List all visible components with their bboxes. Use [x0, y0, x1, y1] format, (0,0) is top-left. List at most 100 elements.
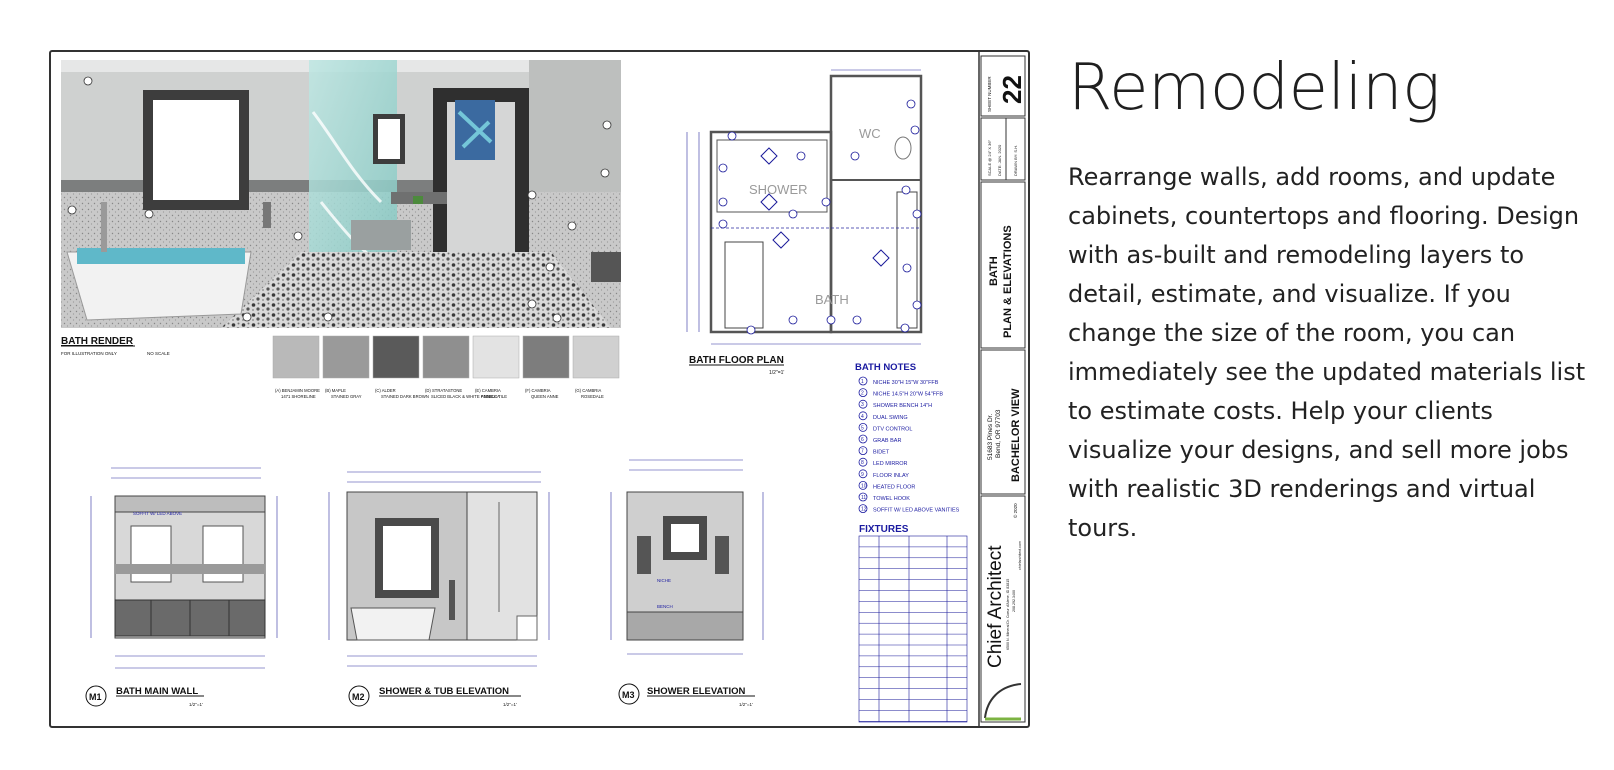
note-number-marker: [858, 434, 868, 444]
render-title: BATH RENDER: [61, 336, 134, 347]
m2-scale: 1/2"=1': [503, 702, 517, 707]
drawn-by-label: DRAWN BY: S.H.: [1013, 145, 1018, 176]
chief-architect-logo: [984, 683, 1022, 721]
m3-tag-label: M3: [622, 690, 635, 700]
note-number-marker: [858, 492, 868, 502]
swatch-desc-D: SLICED BLACK & WHITE PEBBLE TILE: [431, 394, 507, 399]
note-number-marker: [858, 376, 868, 386]
m1-title: BATH MAIN WALL: [116, 686, 198, 697]
floor-plan-callouts: [718, 99, 922, 335]
fixtures-table-rows: [859, 546, 967, 722]
note-item: LED MIRROR: [873, 461, 908, 467]
swatch-desc-C: STAINED DARK BROWN: [381, 394, 429, 399]
note-number-marker: [858, 504, 868, 514]
note-item: NICHE 14.5"H 20"W 54"FFB: [873, 392, 943, 398]
drawing-canvas: BATH RENDER FOR ILLUSTRATION ONLY NO SCA…: [61, 52, 1027, 726]
m1-scale: 1/2"=1': [189, 702, 203, 707]
note-number: 12: [861, 507, 867, 513]
note-item: HEATED FLOOR: [873, 484, 915, 490]
note-number: 11: [861, 495, 866, 501]
render-note-left: FOR ILLUSTRATION ONLY: [61, 351, 117, 356]
company-address: 6500 N. Mineral Dr. Coeur d'Alene, ID 83…: [1006, 579, 1010, 650]
swatch-B: [322, 335, 370, 379]
note-number: 7: [861, 449, 864, 455]
note-number-marker: [858, 446, 868, 456]
bath-notes-list: 1 NICHE 30"H 15"W 30"FFB 2 NICHE 14.5"H 20"…: [858, 376, 960, 514]
note-number: 6: [861, 437, 864, 443]
company-phone: 208.292.3400: [1012, 590, 1016, 612]
fixtures-table: [858, 535, 968, 723]
swatch-E: [472, 335, 520, 379]
note-number-marker: [858, 469, 868, 479]
elevation-m2-drawing: [328, 471, 550, 667]
m2-tag: M2: [348, 685, 370, 707]
note-number-marker: [858, 411, 868, 421]
swatch-A: [272, 335, 320, 379]
note-number: 9: [861, 472, 864, 478]
floor-plan-scale: 1/2"=1': [769, 370, 784, 376]
date-label: DATE: JAN. 2020: [997, 144, 1002, 176]
bath-render: [61, 60, 621, 328]
swatch-desc-A: 1471 SHORELINE: [281, 394, 316, 399]
swatch-label-B: (B) MAPLE: [325, 388, 346, 393]
swatch-label-D: (D) STRATASTONE: [425, 388, 462, 393]
title-block: [978, 52, 1026, 726]
note-number: 8: [861, 460, 864, 466]
note-item: NICHE 30"H 15"W 30"FFB: [873, 380, 939, 386]
note-item: TOWEL HOOK: [873, 496, 910, 502]
note-item: SOFFIT W/ LED ABOVE VANITIES: [873, 508, 960, 514]
m3-title: SHOWER ELEVATION: [647, 686, 745, 697]
notes-title: BATH NOTES: [855, 362, 916, 373]
m1-callout: SOFFIT W/ LED ABOVE: [133, 511, 182, 516]
note-item: GRAB BAR: [873, 438, 901, 444]
company-name: Chief Architect: [985, 545, 1006, 668]
m3-callout-niche: NICHE: [657, 578, 671, 583]
swatch-label-A: (A) BENJAMIN MOORE: [275, 388, 320, 393]
note-number-marker: [858, 399, 868, 409]
feature-heading: Remodeling: [1068, 51, 1441, 125]
m3-tag: M3: [618, 683, 640, 705]
note-item: SHOWER BENCH 14"H: [873, 403, 932, 409]
feature-description: Rearrange walls, add rooms, and update c…: [1068, 163, 1586, 542]
elevation-m1-drawing: [90, 467, 278, 669]
swatch-desc-F: QUEEN ANNE: [531, 394, 559, 399]
render-note-right: NO SCALE: [147, 351, 170, 356]
elevation-markers-plan: [760, 147, 890, 267]
note-item: BIDET: [873, 450, 890, 456]
swatch-F: [522, 335, 570, 379]
m1-tag: M1: [85, 685, 107, 707]
swatch-label-E: (E) CAMBRIA: [475, 388, 501, 393]
elevation-m3-drawing: [610, 459, 764, 655]
note-number: 4: [861, 414, 864, 420]
note-number: 2: [861, 391, 864, 397]
architectural-drawing-sheet: BATH RENDER FOR ILLUSTRATION ONLY NO SCA…: [49, 50, 1030, 728]
room-label-wc: WC: [859, 126, 881, 141]
sheet-title-1: BATH: [988, 256, 1000, 286]
note-number-marker: [858, 388, 868, 398]
note-number: 1: [861, 379, 864, 385]
copyright: © 2020: [1012, 503, 1018, 518]
note-number-marker: [858, 422, 868, 432]
project-address-1: 51683 Pines Dr.: [987, 414, 994, 460]
note-number: 3: [861, 402, 864, 408]
note-item: FLOOR INLAY: [873, 473, 909, 479]
note-item: DUAL SWING: [873, 415, 908, 421]
swatch-G: [572, 335, 620, 379]
sheet-number-label: SHEET NUMBER: [987, 76, 992, 112]
m2-title: SHOWER & TUB ELEVATION: [379, 686, 509, 697]
bath-floor-plan: [686, 69, 923, 345]
swatch-desc-E: ANNICCA: [481, 394, 500, 399]
note-number-marker: [858, 480, 868, 490]
project-name: BACHELOR VIEW: [1010, 388, 1022, 482]
scale-label: SCALE @ 24" X 36": [987, 139, 992, 176]
room-label-shower: SHOWER: [749, 182, 808, 197]
swatch-desc-G: ROSEDALE: [581, 394, 604, 399]
swatch-label-F: (F) CAMBRIA: [525, 388, 551, 393]
sheet-title-2: PLAN & ELEVATIONS: [1002, 225, 1014, 338]
floor-plan-title: BATH FLOOR PLAN: [689, 355, 784, 366]
m2-tag-label: M2: [352, 692, 365, 702]
swatch-label-C: (C) ALDER: [375, 388, 396, 393]
sheet-number: 22: [997, 75, 1027, 104]
m3-callout-bench: BENCH: [657, 604, 673, 609]
